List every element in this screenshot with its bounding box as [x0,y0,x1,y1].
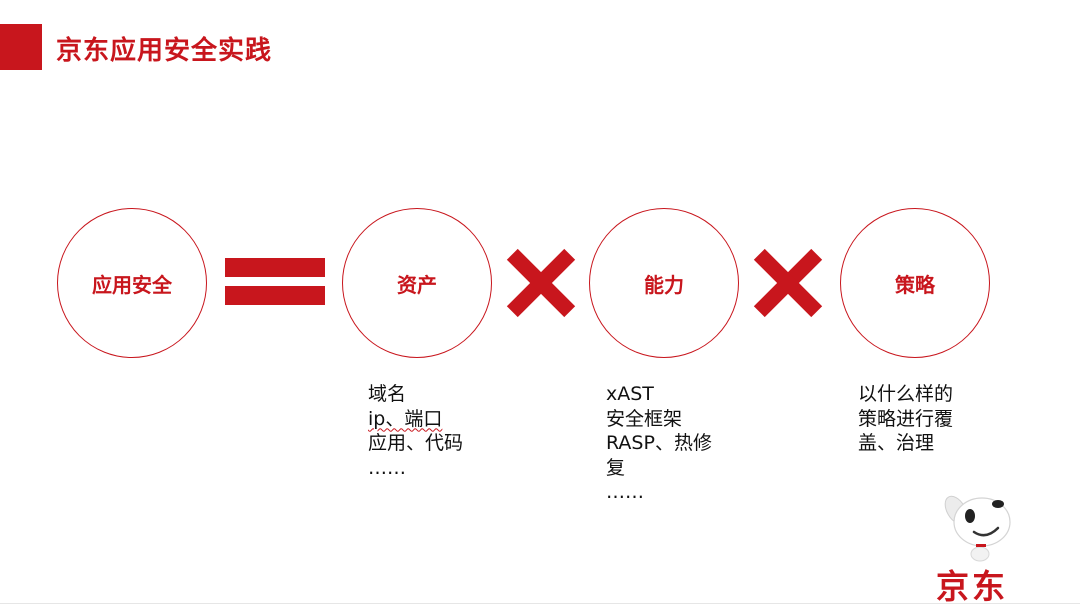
circle-label: 策略 [895,272,935,297]
multiply-icon [753,248,823,318]
detail-item: 复 [606,456,626,479]
detail-item: 以什么样的 [858,383,954,405]
detail-item: …… [606,481,644,503]
circle-application-security: 应用安全 [57,208,207,358]
circle-assets: 资产 [342,208,492,358]
circle-strategy: 策略 [840,208,990,358]
detail-item: ip、端口 [368,407,463,432]
assets-detail-list: 域名 ip、端口 应用、代码 …… [368,382,463,480]
circle-capability: 能力 [589,208,739,358]
detail-item: 域名 [368,383,407,405]
equals-bar-bottom [225,286,325,305]
strategy-detail-list: 以什么样的 策略进行覆 盖、治理 [858,382,953,456]
footer-divider [0,603,1080,604]
detail-item: 盖、治理 [858,432,935,454]
detail-item: xAST [606,383,654,405]
multiply-icon [506,248,576,318]
detail-item: 安全框架 [606,407,683,430]
detail-item: …… [368,456,406,479]
circle-label: 能力 [644,272,684,297]
capability-detail-list: xAST 安全框架 RASP、热修 复 …… [606,382,712,505]
jd-dog-mascot-icon [932,494,1016,562]
detail-item: 策略进行覆 [858,407,954,430]
detail-item-text: ip、端口 [368,407,443,430]
jd-logo-text: 京东 [936,567,1008,606]
circle-label: 资产 [397,272,437,297]
title-accent-bar [0,24,42,70]
circle-label: 应用安全 [92,272,172,297]
detail-item: RASP、热修 [606,432,712,454]
detail-item: 应用、代码 [368,432,464,454]
equals-bar-top [225,258,325,277]
slide-title: 京东应用安全实践 [56,36,273,66]
